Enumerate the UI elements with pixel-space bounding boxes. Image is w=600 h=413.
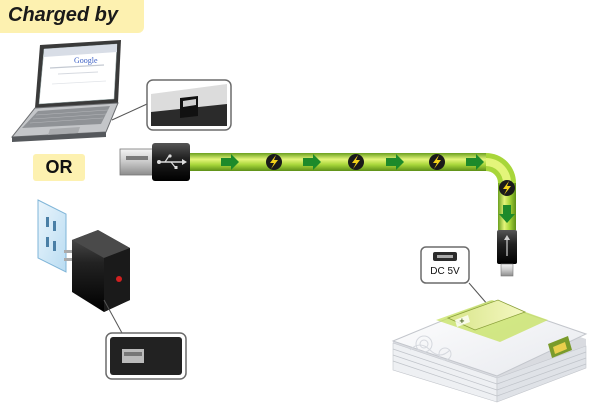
svg-text:+: + [459, 317, 465, 325]
battery-icon: + [446, 299, 527, 331]
lightning-bolt-icon [266, 154, 282, 170]
laptop-usb-port-callout [146, 79, 232, 131]
arrow-icon [466, 154, 484, 170]
adapter-usb-port-callout [105, 332, 187, 380]
arrow-icon [221, 154, 239, 170]
device-port-label: DC 5V [430, 266, 460, 277]
usb-symbol-icon [157, 154, 187, 169]
arrow-icon [386, 154, 404, 170]
laptop-icon [10, 40, 148, 142]
wall-outlet-icon [37, 199, 67, 273]
wall-adapter-icon [64, 230, 130, 334]
browser-logo: Google [74, 56, 98, 65]
arrow-icon [499, 205, 515, 223]
diagram-title: Charged by [8, 4, 119, 26]
or-badge: OR [33, 154, 85, 181]
arrow-icon [303, 154, 321, 170]
lightning-bolt-icon [499, 180, 515, 196]
dc-port-callout [420, 246, 489, 306]
lightning-bolt-icon [348, 154, 364, 170]
lightning-bolt-icon [429, 154, 445, 170]
power-bank-icon [391, 300, 588, 403]
title-banner: Charged by [0, 0, 144, 33]
micro-usb-plug-icon [497, 230, 517, 277]
or-label: OR [45, 157, 73, 177]
usb-cable [186, 153, 516, 230]
